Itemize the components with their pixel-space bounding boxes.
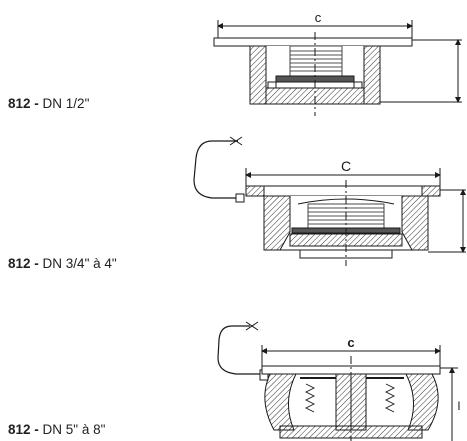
model-label-dn-3-4-to-4: 812 - DN 3/4" à 4" [8, 256, 117, 271]
dimension-l-large: l [458, 399, 461, 413]
model-code: 812 - [8, 422, 39, 437]
model-size: DN 1/2" [42, 96, 90, 111]
model-size: DN 3/4" à 4" [42, 256, 117, 271]
valve-drawing-dn-3-4-to-4 [193, 136, 466, 266]
dimension-c-small: c [315, 10, 322, 25]
model-code: 812 - [8, 256, 39, 271]
model-label-dn-5-to-8: 812 - DN 5" à 8" [8, 422, 105, 437]
model-code: 812 - [8, 96, 39, 111]
dimension-c-medium: C [341, 158, 351, 174]
model-label-dn-half: 812 - DN 1/2" [8, 96, 89, 111]
dimension-c-large: c [347, 335, 354, 350]
valve-drawing-dn-half [213, 20, 462, 116]
valve-drawing-dn-5-to-8 [217, 321, 458, 441]
model-size: DN 5" à 8" [42, 422, 106, 437]
